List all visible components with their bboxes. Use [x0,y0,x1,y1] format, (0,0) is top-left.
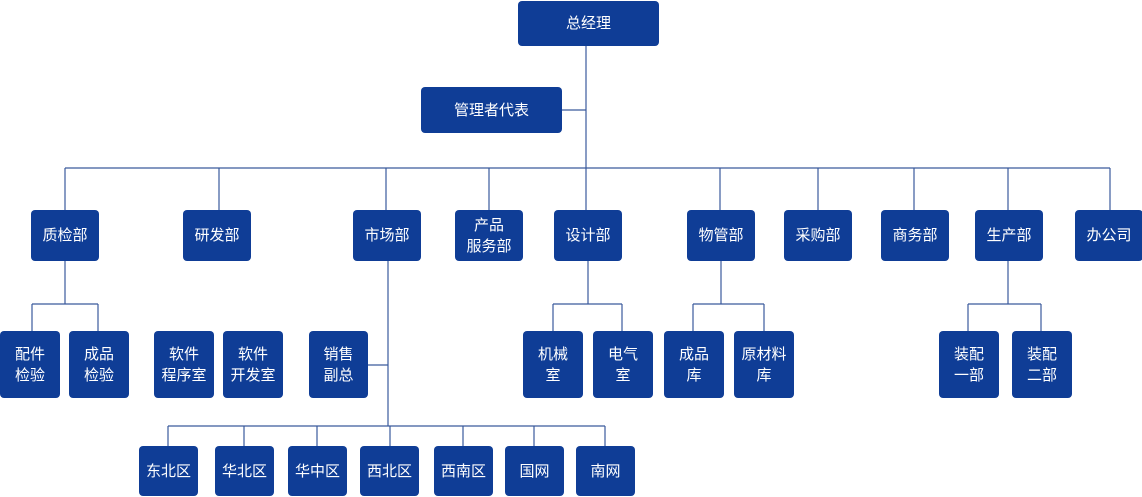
node-product-service-dept: 产品 服务部 [455,210,523,261]
node-region-southwest: 西南区 [434,446,493,496]
node-region-northeast: 东北区 [139,446,198,496]
node-region-north: 华北区 [215,446,274,496]
node-design-dept: 设计部 [554,210,622,261]
node-management-representative: 管理者代表 [421,87,562,133]
node-region-central: 华中区 [288,446,347,496]
node-raw-material-store: 原材料 库 [734,331,794,398]
node-quality-dept: 质检部 [31,210,99,261]
node-electrical-room: 电气 室 [593,331,653,398]
node-production-dept: 生产部 [975,210,1043,261]
node-assembly-2: 装配 二部 [1012,331,1072,398]
node-product-inspection: 成品 检验 [69,331,129,398]
node-southern-grid: 南网 [576,446,635,496]
node-parts-inspection: 配件 检验 [0,331,60,398]
node-business-dept: 商务部 [881,210,949,261]
node-finished-goods-store: 成品 库 [664,331,724,398]
node-region-northwest: 西北区 [360,446,419,496]
node-materials-dept: 物管部 [687,210,755,261]
node-software-dev-room: 软件 开发室 [223,331,283,398]
node-software-process-room: 软件 程序室 [154,331,214,398]
node-sales-vp: 销售 副总 [309,331,368,398]
node-rnd-dept: 研发部 [183,210,251,261]
node-ceo: 总经理 [518,1,659,46]
node-market-dept: 市场部 [353,210,421,261]
node-national-grid: 国网 [505,446,564,496]
node-mechanical-room: 机械 室 [523,331,583,398]
node-assembly-1: 装配 一部 [939,331,999,398]
node-office: 办公司 [1075,210,1142,261]
node-purchasing-dept: 采购部 [784,210,852,261]
